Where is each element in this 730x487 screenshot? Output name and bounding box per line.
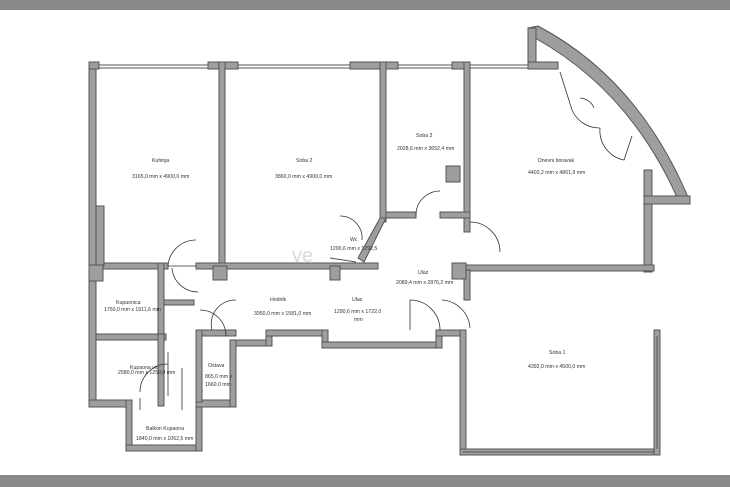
room-name: Ulaz (418, 270, 429, 276)
room-label-soba3: Soba 3 2028,6 mm x 3652,4 mm (397, 133, 454, 152)
room-name: Wc (350, 237, 358, 243)
room-label-ulaz-2: Ulaz 1290,6 mm x 1722,0 mm (334, 297, 381, 323)
room-dims: 1840,0 mm x 1062,5 mm (136, 436, 193, 442)
room-label-hodnik: Hodnik 3950,0 mm x 1581,0 mm (254, 297, 311, 317)
room-dims: 1290,6 mm x 1722,0 (334, 309, 381, 315)
room-label-dnevni: Dnevni boravak 4403,2 mm x 4861,9 mm (528, 158, 585, 176)
room-dims: 2580,0 mm x 1250,0 mm (118, 370, 175, 376)
room-name: Soba 2 (296, 158, 313, 164)
room-dims: 2089,4 mm x 2876,2 mm (396, 280, 453, 286)
room-dims-unit: mm (354, 317, 363, 323)
top-frame-bar (0, 0, 730, 10)
room-name: Ulaz (352, 297, 363, 303)
room-dims: 1750,0 mm x 1911,6 mm (104, 307, 161, 313)
room-name: Soba 3 (416, 133, 433, 139)
room-label-ostava: Ostava 865,0 mm x 1660,0 mm (205, 363, 233, 388)
room-label-balkon: Balkon Kupaona 1840,0 mm x 1062,5 mm (136, 426, 193, 442)
doors (139, 71, 633, 410)
room-name: Ostava (208, 363, 225, 369)
room-label-wc: Wc 1290,6 mm x 1292,5 (330, 237, 377, 252)
room-dims-line2: 1660,0 mm (205, 382, 231, 388)
room-name: Kupaonica (116, 300, 141, 306)
room-dims: 3165,0 mm x 4900,0 mm (132, 174, 189, 180)
windows (99, 64, 658, 453)
room-label-ulaz-1: Ulaz 2089,4 mm x 2876,2 mm (396, 270, 453, 286)
room-dims: 865,0 mm x (205, 374, 233, 380)
room-label-kupaonica: Kupaonica 1750,0 mm x 1911,6 mm (104, 300, 161, 313)
room-dims: 3950,0 mm x 1581,0 mm (254, 311, 311, 317)
room-name: Dnevni boravak (538, 158, 574, 164)
room-dims: 3860,0 mm x 4900,0 mm (275, 174, 332, 180)
room-name: Balkon Kupaona (146, 426, 184, 432)
outer-walls (88, 25, 691, 456)
room-name: Hodnik (270, 297, 287, 303)
room-dims: 2028,6 mm x 3652,4 mm (397, 146, 454, 152)
room-label-soba1: Soba 1 4392,0 mm x 4500,0 mm (528, 350, 585, 370)
room-dims: 4392,0 mm x 4500,0 mm (528, 364, 585, 370)
room-name: Kupaona vio (130, 365, 159, 371)
room-label-kupaonica-2: Kupaona vio 2580,0 mm x 1250,0 mm (118, 365, 175, 376)
room-label-soba2: Soba 2 3860,0 mm x 4900,0 mm (275, 158, 332, 180)
interior-walls (88, 61, 655, 407)
bottom-frame-bar (0, 475, 730, 487)
room-dims: 1290,6 mm x 1292,5 (330, 246, 377, 252)
room-name: Kuhinja (152, 158, 169, 164)
room-name: Soba 1 (549, 350, 566, 356)
room-dims: 4403,2 mm x 4861,9 mm (528, 170, 585, 176)
room-label-kuhinja: Kuhinja 3165,0 mm x 4900,0 mm (132, 158, 189, 180)
watermark-logo: ve (292, 245, 313, 267)
